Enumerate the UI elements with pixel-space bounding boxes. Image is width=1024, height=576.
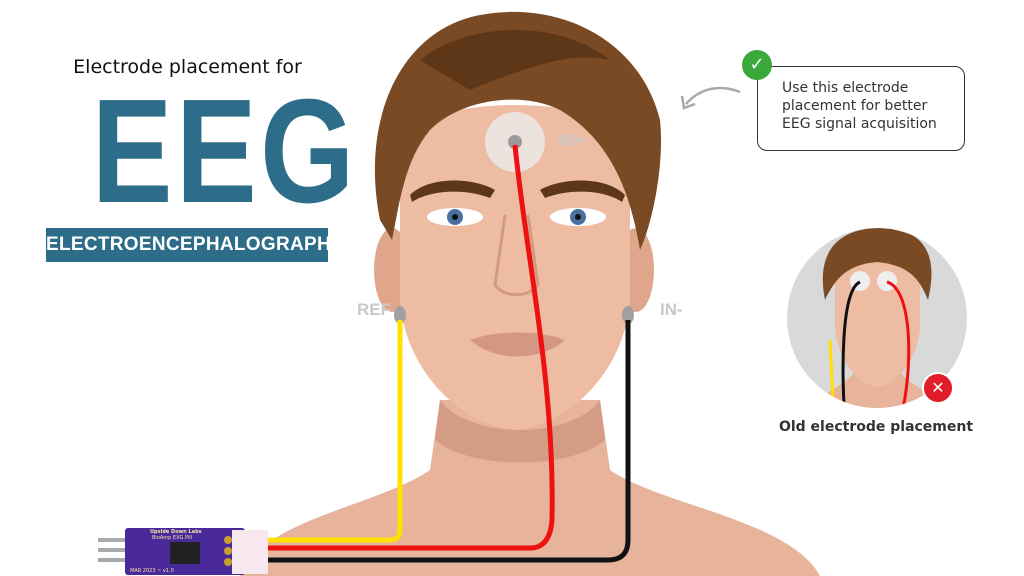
ref-wire <box>240 320 403 543</box>
subtitle: Electrode placement for <box>73 56 302 78</box>
bioamp-board <box>98 528 268 575</box>
title-banner: ELECTROENCEPHALOGRAPHY <box>46 228 344 262</box>
main-title: EEG <box>91 69 358 234</box>
check-circle-icon: ✓ <box>742 50 772 80</box>
curved-arrow <box>685 86 741 105</box>
in-plus-label: IN+ <box>558 131 585 150</box>
in-minus-wire <box>240 320 631 563</box>
old-placement-inset <box>787 228 967 408</box>
in-minus-label: IN- <box>660 300 683 319</box>
board-brand: Upside Down Labs <box>150 529 202 535</box>
board-version: MAR 2023 ~ v1.0 <box>130 568 174 574</box>
x-circle-icon: ✕ <box>922 372 954 404</box>
ref-label: REF <box>357 300 391 319</box>
in-plus-wire <box>240 144 555 551</box>
old-placement-label: Old electrode placement <box>778 419 974 435</box>
board-product: BioAmp EXG Pill <box>152 535 193 541</box>
recommendation-callout: Use this electrode placement for better … <box>757 66 965 151</box>
